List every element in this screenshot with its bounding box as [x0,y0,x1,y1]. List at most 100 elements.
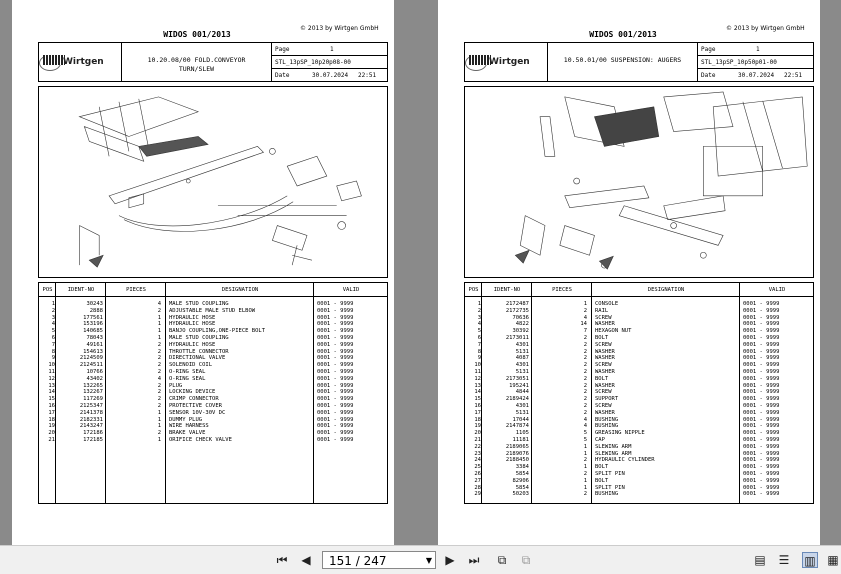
facing-view-icon[interactable]: ▥ [802,552,818,568]
row-designation: PLUG [169,382,183,389]
col-divider [482,283,532,503]
row-valid: 0001 - 9999 [317,368,354,375]
row-pieces: 1 [157,436,161,443]
date-value: 30.07.2024 [738,72,775,79]
sheet-header: © 2013 by Wirtgen GmbH WIDOS 001/2013 IS… [38,12,388,82]
row-pos: 5 [477,328,481,335]
previous-page-icon[interactable]: ◀ [301,553,311,567]
row-ident-no: 2189424 [505,396,529,403]
row-pos: 13 [474,382,481,389]
row-pieces: 1 [583,477,587,484]
row-pos: 15 [474,396,481,403]
row-valid: 0001 - 9999 [317,328,354,335]
row-ident-no: 17044 [512,416,529,423]
first-page-icon[interactable]: ⏮ [276,553,288,567]
row-pos: 1 [477,301,481,307]
row-designation: WASHER [595,409,615,416]
go-forward-icon[interactable]: ⧉ [521,553,531,567]
row-pieces: 2 [157,368,161,375]
table-header: POS IDENT-NO PIECES DESIGNATION VALID [465,283,813,297]
col-pieces: PIECES [552,287,572,293]
row-pos: 17 [474,409,481,416]
chevron-down-icon: ▼ [425,556,432,565]
row-valid: 0001 - 9999 [317,348,354,355]
row-pos: 14 [48,389,55,396]
row-ident-no: 4844 [515,389,529,396]
row-pos: 26 [474,470,481,477]
row-pos: 16 [474,402,481,409]
row-ident-no: 2888 [89,307,103,314]
row-valid: 0001 - 9999 [743,409,780,416]
row-pieces: 1 [157,409,161,416]
row-valid: 0001 - 9999 [317,423,354,430]
row-pos: 23 [474,450,481,457]
row-valid: 0001 - 9999 [743,430,780,437]
next-page-icon[interactable]: ▶ [445,553,455,567]
continuous-view-icon[interactable]: ☰ [778,553,790,567]
conveyor-drawing-icon [78,96,362,268]
row-ident-no: 30243 [86,301,103,307]
copyright-text: © 2013 by Wirtgen GmbH [726,25,805,32]
continuous-facing-view-icon[interactable]: ▦ [827,553,839,567]
row-pieces: 2 [157,307,161,314]
row-pos: 16 [48,402,55,409]
row-pos: 6 [51,334,55,341]
row-designation: SCREW [595,402,612,409]
row-pos: 19 [48,423,55,430]
row-pieces: 5 [583,436,587,443]
row-designation: HYDRAULIC CYLINDER [595,457,655,464]
row-pos: 20 [474,430,481,437]
row-ident-no: 5131 [515,368,529,375]
row-valid: 0001 - 9999 [743,301,780,307]
row-ident-no: 195241 [509,382,529,389]
page-label: Page [275,46,290,53]
section-title-line1: 10.50.01/00 SUSPENSION: AUGERS [563,56,682,64]
row-ident-no: 43402 [86,375,103,382]
page-number-select[interactable]: 151 / 247 ▼ [322,551,436,569]
row-ident-no: 2182331 [79,416,103,423]
row-pos: 11 [48,368,55,375]
row-ident-no: 154613 [83,348,103,355]
row-pieces: 2 [583,396,587,403]
document-viewer: © 2013 by Wirtgen GmbH WIDOS 001/2013 IS… [12,0,820,545]
row-ident-no: 2189065 [505,443,529,450]
row-valid: 0001 - 9999 [743,443,780,450]
row-designation: SLEWING ARM [595,443,632,450]
row-pieces: 2 [157,430,161,437]
row-pos: 2 [51,307,55,314]
go-back-icon[interactable]: ⧉ [497,553,507,567]
meta-box: Page 1 STL_13pSP_10p50p01-00 Date 30.07.… [698,42,814,82]
row-pos: 14 [474,389,481,396]
wirtgen-logo-text: Wirtgen [489,57,530,67]
row-valid: 0001 - 9999 [743,321,780,328]
section-title-line1: 10.20.08/00 FOLD.CONVEYOR [147,56,246,64]
row-designation: MALE STUD COUPLING [169,334,229,341]
row-valid: 0001 - 9999 [743,334,780,341]
col-pieces: PIECES [126,287,146,293]
date-label: Date [275,72,290,79]
meta-date-row: Date 30.07.2024 22:51 [272,69,387,82]
row-designation: CONSOLE [595,301,619,307]
row-designation: SPLIT PIN [595,484,625,491]
row-designation: WASHER [595,382,615,389]
row-pos: 6 [477,334,481,341]
row-pos: 7 [51,341,55,348]
row-ident-no: 78043 [86,334,103,341]
row-designation: HYDRAULIC HOSE [169,341,216,348]
row-ident-no: 5131 [515,348,529,355]
single-page-view-icon[interactable]: ▤ [754,553,766,567]
row-pos: 10 [48,362,55,369]
row-pos: 3 [51,314,55,321]
last-page-icon[interactable]: ⏭ [468,553,480,567]
row-pieces: 2 [157,402,161,409]
